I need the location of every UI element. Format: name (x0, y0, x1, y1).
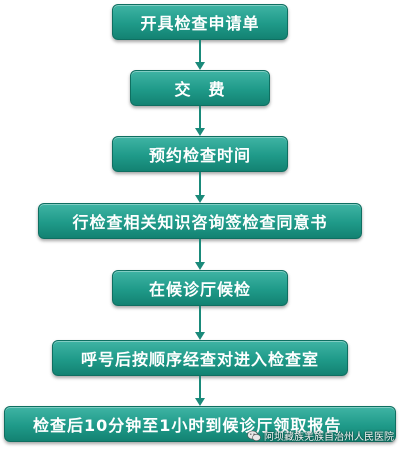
wechat-icon (247, 430, 261, 442)
arrow-5 (195, 306, 205, 340)
watermark-text: 阿坝藏族羌族自治州人民医院 (264, 432, 394, 443)
step-7-box: 检查后10分钟至1小时到候诊厅领取报告 (4, 406, 396, 442)
step-1-label: 开具检查申请单 (140, 14, 260, 33)
arrow-6 (195, 376, 205, 406)
step-6-label: 呼号后按顺序经查对进入检查室 (80, 350, 319, 369)
step-3-label: 预约检查时间 (148, 146, 251, 165)
step-5-box: 在候诊厅候检 (112, 270, 288, 306)
arrow-3 (195, 172, 205, 203)
arrow-2 (195, 106, 205, 136)
step-4-box: 行检查相关知识咨询签检查同意书 (38, 203, 362, 239)
step-5-label: 在候诊厅候检 (148, 280, 251, 299)
step-4-label: 行检查相关知识咨询签检查同意书 (72, 213, 328, 232)
arrow-1 (195, 40, 205, 70)
step-2-box: 交 费 (130, 70, 270, 106)
step-7-label: 检查后10分钟至1小时到候诊厅领取报告 (33, 416, 342, 435)
step-2-label: 交 费 (174, 80, 226, 99)
step-6-box: 呼号后按顺序经查对进入检查室 (52, 340, 348, 376)
arrow-4 (195, 239, 205, 270)
step-1-box: 开具检查申请单 (112, 4, 288, 40)
step-3-box: 预约检查时间 (112, 136, 288, 172)
watermark: 阿坝藏族羌族自治州人民医院 (247, 428, 394, 443)
